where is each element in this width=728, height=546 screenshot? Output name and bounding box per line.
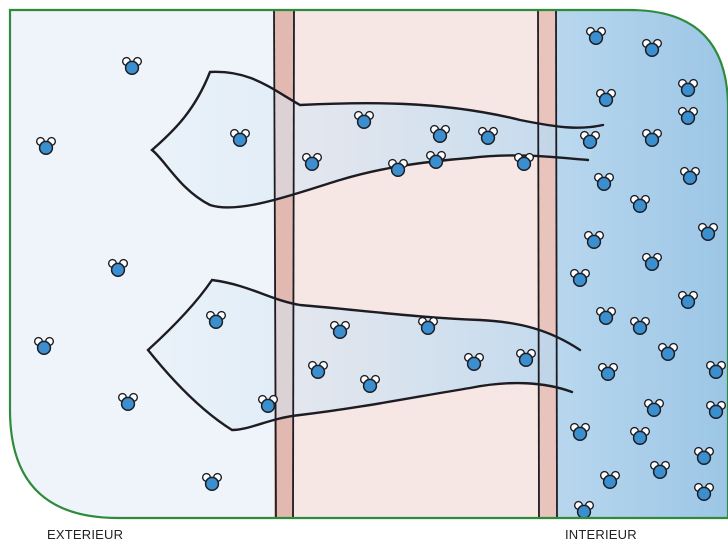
membrane-wall	[274, 10, 556, 518]
interior-label: INTERIEUR	[565, 527, 637, 542]
wall-edge-right	[538, 10, 556, 518]
exterior-label: EXTERIEUR	[47, 527, 123, 542]
wall-edge-left	[274, 10, 294, 518]
